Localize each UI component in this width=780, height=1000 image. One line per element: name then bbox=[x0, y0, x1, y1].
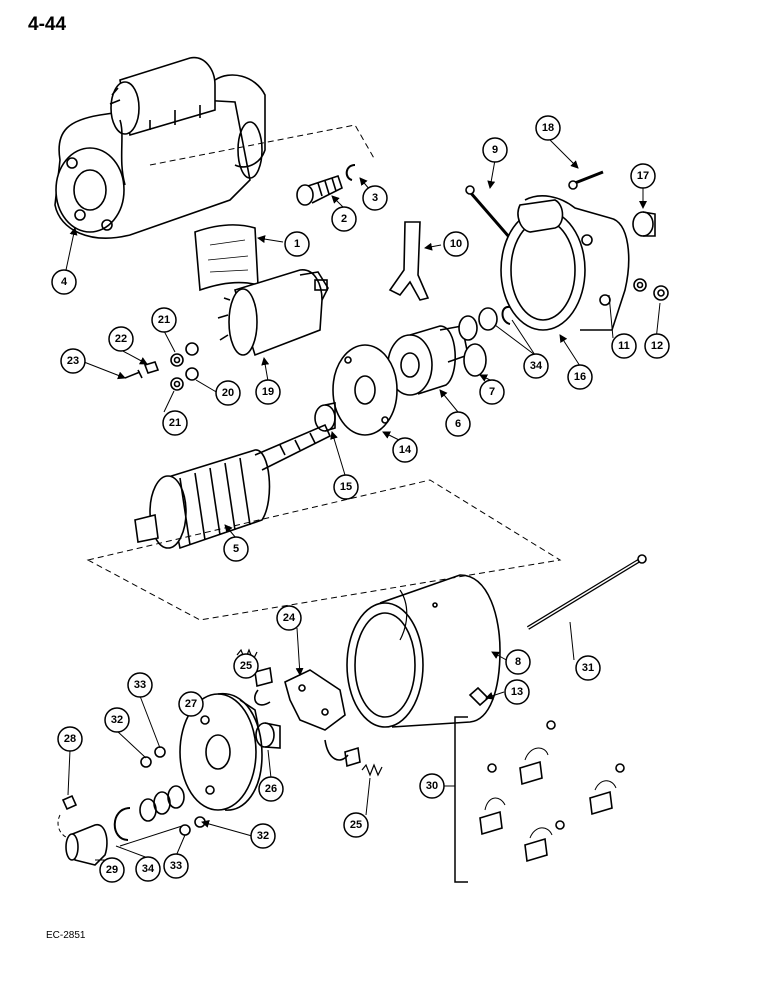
armature bbox=[134, 423, 332, 550]
callout-7: 7 bbox=[489, 386, 495, 398]
callout-26: 26 bbox=[265, 783, 277, 795]
callout-3: 3 bbox=[372, 192, 378, 204]
callout-33-lower: 33 bbox=[170, 860, 182, 872]
callout-1: 1 bbox=[294, 238, 300, 250]
callout-10: 10 bbox=[450, 238, 462, 250]
callout-18: 18 bbox=[542, 122, 554, 134]
callout-12: 12 bbox=[651, 340, 663, 352]
callout-33-upper: 33 bbox=[134, 679, 146, 691]
commutator-end-cover bbox=[179, 692, 263, 811]
callout-5: 5 bbox=[233, 543, 239, 555]
callout-21-lower: 21 bbox=[169, 417, 181, 429]
callout-30: 30 bbox=[426, 780, 438, 792]
drive-pinion bbox=[387, 325, 469, 396]
callout-2: 2 bbox=[341, 213, 347, 225]
callout-25-upper: 25 bbox=[240, 660, 252, 672]
callout-32-lower: 32 bbox=[257, 830, 269, 842]
field-yoke bbox=[346, 574, 501, 728]
figure-code: EC-2851 bbox=[46, 930, 86, 941]
callout-14: 14 bbox=[399, 444, 412, 456]
callout-6: 6 bbox=[455, 418, 461, 430]
shift-lever bbox=[388, 221, 430, 301]
callout-20: 20 bbox=[222, 387, 234, 399]
callout-29: 29 bbox=[106, 864, 118, 876]
callout-23: 23 bbox=[67, 355, 79, 367]
callout-28: 28 bbox=[64, 733, 76, 745]
callout-19: 19 bbox=[262, 386, 274, 398]
intermediate-plate bbox=[332, 344, 398, 436]
callout-34-lower: 34 bbox=[142, 863, 155, 875]
shield-plate bbox=[194, 223, 259, 292]
callout-32-upper: 32 bbox=[111, 714, 123, 726]
solenoid bbox=[217, 269, 329, 357]
pivot-bolt bbox=[296, 174, 343, 206]
callout-22: 22 bbox=[115, 333, 127, 345]
callout-8: 8 bbox=[515, 656, 521, 668]
starter-motor-assembly bbox=[54, 56, 266, 239]
brush-holder bbox=[254, 666, 361, 768]
callout-27: 27 bbox=[185, 698, 197, 710]
callout-16: 16 bbox=[574, 371, 586, 383]
callout-34-upper: 34 bbox=[530, 360, 543, 372]
callout-11: 11 bbox=[618, 340, 630, 352]
page-number: 4-44 bbox=[28, 14, 67, 35]
end-cap bbox=[65, 824, 108, 866]
brush-kit bbox=[479, 720, 625, 863]
callout-9: 9 bbox=[492, 144, 498, 156]
callout-4: 4 bbox=[61, 276, 68, 288]
terminal-hardware bbox=[124, 342, 199, 391]
callout-13: 13 bbox=[511, 686, 523, 698]
callout-21-upper: 21 bbox=[158, 314, 170, 326]
callout-17: 17 bbox=[637, 170, 649, 182]
callout-25-lower: 25 bbox=[350, 819, 362, 831]
drive-end-housing bbox=[500, 195, 630, 331]
callout-15: 15 bbox=[340, 481, 352, 493]
callout-31: 31 bbox=[582, 662, 594, 674]
callout-24: 24 bbox=[283, 612, 296, 624]
